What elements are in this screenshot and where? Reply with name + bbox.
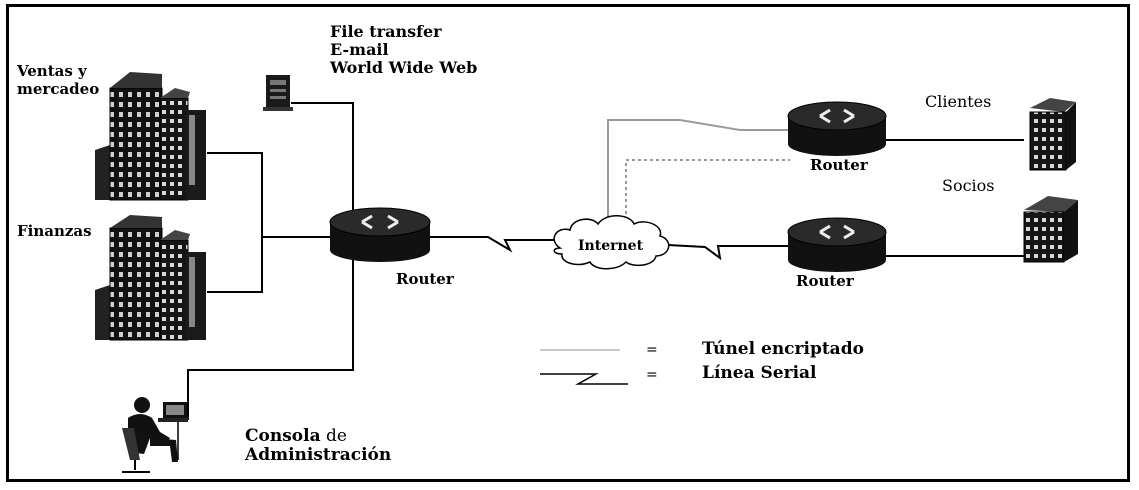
- legend-tunnel-equals: =: [646, 342, 658, 358]
- label-router-main: Router: [396, 270, 455, 288]
- building-ventas-icon: [95, 72, 206, 201]
- label-ventas-line1: Ventas y: [16, 62, 88, 80]
- label-socios: Socios: [942, 176, 995, 195]
- label-router-socios: Router: [796, 272, 855, 290]
- building-finanzas-icon: [95, 215, 206, 341]
- label-consola: Consola de: [245, 426, 347, 446]
- legend-serial-equals: =: [646, 367, 658, 383]
- building-clientes-icon: [1029, 98, 1076, 171]
- legend-serial-swatch: [540, 373, 628, 385]
- server-icon: [263, 75, 293, 111]
- legend-serial-label: Línea Serial: [702, 363, 817, 383]
- label-clientes: Clientes: [925, 92, 991, 111]
- router-main-icon: [329, 207, 431, 262]
- building-socios-icon: [1023, 196, 1078, 263]
- legend: = Túnel encriptado = Línea Serial: [540, 339, 864, 385]
- label-router-clientes: Router: [810, 156, 869, 174]
- label-consola-word: Consola: [245, 426, 321, 446]
- label-consola-de: de: [321, 426, 347, 446]
- label-services-line2: E-mail: [330, 40, 389, 59]
- label-services-line1: File transfer: [330, 22, 442, 41]
- encrypted-tunnel: [607, 119, 790, 232]
- label-administracion: Administración: [244, 445, 391, 465]
- router-socios-icon: [787, 217, 887, 272]
- internet-cloud-icon: [553, 215, 670, 270]
- label-finanzas: Finanzas: [17, 222, 92, 240]
- label-ventas-line2: mercadeo: [17, 80, 99, 98]
- diagram-frame: [6, 4, 1130, 482]
- serial-connections: [187, 102, 1024, 420]
- person-at-computer-icon: [122, 397, 188, 473]
- label-services-line3: World Wide Web: [329, 58, 477, 77]
- label-internet: Internet: [578, 238, 644, 254]
- router-clientes-icon: [787, 101, 887, 156]
- legend-tunnel-label: Túnel encriptado: [702, 339, 864, 359]
